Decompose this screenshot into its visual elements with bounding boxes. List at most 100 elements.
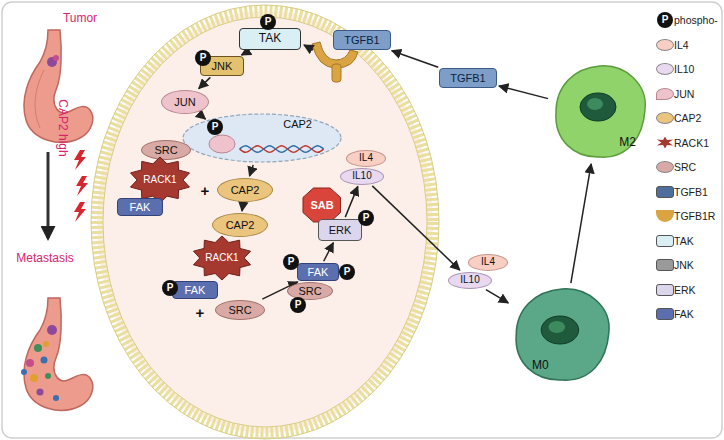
legend-row: TGFB1 bbox=[652, 184, 724, 200]
node-label: P bbox=[295, 299, 302, 311]
pathway-arrow bbox=[199, 77, 211, 88]
legend-swatch bbox=[656, 235, 674, 247]
phospho-badge: P bbox=[283, 254, 299, 270]
node-label: RACK1 bbox=[143, 174, 176, 186]
figure-label: Metastasis bbox=[16, 251, 73, 265]
protein-box: FAK bbox=[172, 281, 218, 299]
node-label: P bbox=[363, 212, 370, 224]
rack1-star: RACK1 bbox=[129, 157, 191, 203]
legend-swatch bbox=[656, 161, 674, 173]
lightning-marks bbox=[74, 150, 88, 222]
phospho-badge: P bbox=[162, 280, 178, 296]
pathway-arrow bbox=[499, 86, 548, 99]
node-label: IL10 bbox=[352, 170, 371, 182]
protein-ellipse: IL10 bbox=[340, 168, 384, 185]
protein-box: ERK bbox=[318, 219, 362, 241]
legend-row: SRC bbox=[652, 159, 724, 175]
macrophage-cell: M0 bbox=[510, 285, 614, 385]
legend-text: CAP2 bbox=[674, 110, 701, 126]
legend-row: ERK bbox=[652, 282, 724, 298]
legend-text: JUN bbox=[674, 86, 694, 102]
pathway-arrow bbox=[250, 165, 254, 176]
cell-shape bbox=[510, 285, 614, 385]
macrophage-cell: M2 bbox=[550, 62, 650, 162]
sab-octagon: SAB bbox=[302, 187, 341, 223]
pathway-arrow bbox=[372, 186, 459, 270]
protein-ellipse: IL4 bbox=[346, 150, 386, 167]
node-label: FAK bbox=[130, 201, 151, 214]
figure-label: Tumor bbox=[63, 11, 97, 25]
node-label: IL4 bbox=[481, 256, 495, 268]
protein-ellipse: SRC bbox=[215, 300, 265, 320]
receptor-arrow bbox=[304, 45, 313, 50]
node-label: P bbox=[167, 282, 174, 294]
legend-swatch bbox=[656, 112, 674, 124]
legend-swatch bbox=[656, 63, 674, 75]
phospho-badge: P bbox=[195, 50, 211, 66]
legend-text: SRC bbox=[674, 159, 696, 175]
node-label: SRC bbox=[228, 304, 251, 317]
protein-ellipse: CAP2 bbox=[217, 178, 273, 202]
legend-row: JUN bbox=[652, 86, 724, 102]
node-label: M0 bbox=[532, 359, 549, 373]
legend-swatch bbox=[656, 210, 674, 222]
legend-text: phospho- bbox=[674, 12, 718, 28]
pathway-arrow bbox=[345, 186, 358, 217]
legend-text: FAK bbox=[674, 306, 694, 322]
legend-text: TGFB1 bbox=[674, 184, 708, 200]
node-label: CAP2 bbox=[283, 118, 312, 131]
legend-swatch bbox=[656, 88, 674, 100]
node-label: P bbox=[265, 16, 272, 28]
legend-swatch bbox=[656, 39, 674, 51]
node-label: TGFB1 bbox=[344, 34, 379, 47]
nucleus: CAP2 P bbox=[182, 113, 342, 163]
node-label: SRC bbox=[154, 144, 177, 157]
stomach-metastasis bbox=[21, 298, 93, 410]
legend-text: IL4 bbox=[674, 37, 689, 53]
node-label: IL4 bbox=[359, 152, 373, 164]
node-label: JUN bbox=[174, 96, 195, 109]
node-label: P bbox=[200, 52, 207, 64]
node-label: M2 bbox=[619, 136, 636, 150]
node-label: P bbox=[288, 256, 295, 268]
figure-label: + bbox=[196, 304, 205, 321]
node-label: IL10 bbox=[460, 274, 479, 286]
pathway-arrow bbox=[324, 243, 334, 261]
legend-row: TAK bbox=[652, 233, 724, 249]
phospho-badge: P bbox=[260, 14, 276, 30]
figure-label: + bbox=[201, 182, 210, 199]
phospho-legend-badge: P bbox=[657, 12, 673, 28]
node-label: P bbox=[212, 121, 219, 133]
pathway-arrow bbox=[201, 115, 206, 119]
legend-text: ERK bbox=[674, 282, 696, 298]
progression-arrow bbox=[47, 152, 50, 238]
legend-row: FAK bbox=[652, 306, 724, 322]
pathway-arrow bbox=[392, 51, 438, 68]
protein-box: TAK bbox=[239, 28, 301, 50]
phospho-badge: P bbox=[339, 264, 355, 280]
legend-text: IL10 bbox=[674, 61, 694, 77]
protein-ellipse: IL4 bbox=[468, 254, 508, 271]
legend-swatch bbox=[656, 186, 674, 198]
protein-box: FAK bbox=[297, 263, 339, 281]
protein-box: TGFB1 bbox=[439, 68, 497, 88]
phospho-badge: P bbox=[290, 297, 306, 313]
protein-box: TGFB1 bbox=[333, 30, 391, 50]
legend-row: RACK1 bbox=[652, 135, 724, 151]
node-label: P bbox=[344, 266, 351, 278]
legend-swatch bbox=[656, 284, 674, 296]
node-label: RACK1 bbox=[205, 252, 238, 264]
pathway-arrow bbox=[242, 204, 243, 211]
protein-ellipse: JUN bbox=[161, 90, 209, 114]
legend-swatch bbox=[656, 308, 674, 320]
protein-ellipse: IL10 bbox=[448, 272, 492, 289]
node-label: CAP2 bbox=[231, 184, 260, 197]
legend-swatch bbox=[656, 259, 674, 271]
legend-swatch bbox=[656, 137, 674, 149]
legend-row: IL10 bbox=[652, 61, 724, 77]
node-label: TGFB1 bbox=[450, 72, 485, 85]
node-label: TAK bbox=[259, 32, 281, 46]
legend-row: IL4 bbox=[652, 37, 724, 53]
